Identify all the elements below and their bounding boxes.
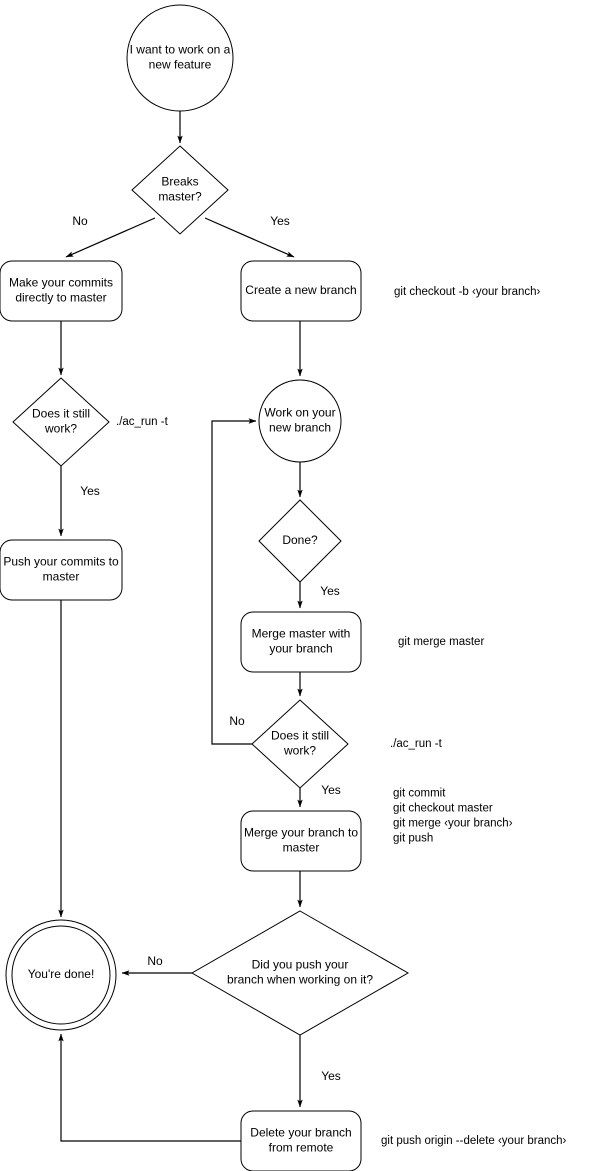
edge-breaks-master-no (65, 217, 156, 258)
annotation-git-commit-checkout-merge-push: git commit git checkout master git merge ‹… (393, 788, 513, 845)
node-shape (258, 379, 342, 463)
node-shape (258, 499, 342, 583)
text-line: work? (44, 422, 77, 436)
text-line: new branch (269, 421, 331, 435)
text-line: git push (393, 833, 433, 845)
edge-does-it-still-work-no-loop-back (211, 418, 257, 745)
edge-label-breaks-master-no: No (72, 214, 88, 228)
edges-layer (58, 111, 303, 1142)
text-line: I want to work on a (130, 43, 231, 57)
process-create-a-new-branch: Create a new branch (240, 260, 362, 322)
node-shape-inner (11, 925, 111, 1025)
text-line: your branch (269, 642, 332, 656)
text-line: new feature (149, 58, 212, 72)
text-line: ./ac_run -t (390, 738, 443, 750)
text-line: Push your commits to (3, 555, 119, 569)
text-line: ./ac_run -t (116, 416, 169, 428)
text-line: git merge ‹your branch› (393, 818, 513, 830)
decision-done: Done? (258, 499, 342, 583)
edge-delete-branch-to-youre-done (58, 1033, 241, 1142)
annotation-git-push-origin-delete: git push origin --delete ‹your branch› (381, 1135, 567, 1147)
text-line: Merge master with (252, 627, 351, 641)
end-node-youre-done: You're done! (5, 919, 117, 1031)
edge-label-done-yes: Yes (320, 584, 340, 598)
text-line: work? (283, 744, 316, 758)
node-shape (126, 4, 234, 112)
node-shape (240, 810, 362, 872)
edge-breaks-master-yes (204, 217, 295, 258)
edge-label-still-work-branch-yes: Yes (321, 783, 341, 797)
node-shape (190, 910, 410, 1036)
text-line: git checkout -b ‹your branch› (394, 286, 541, 298)
text-line: Breaks (161, 175, 198, 189)
text-line: Delete your branch (250, 1126, 351, 1140)
text-line: git commit (393, 788, 446, 800)
node-shape (0, 539, 123, 601)
text-line: master? (158, 190, 202, 204)
text-line: Did you push your (252, 958, 349, 972)
node-shape (131, 145, 229, 235)
edge-label-still-work-master-yes: Yes (80, 484, 100, 498)
text-line: from remote (269, 1141, 334, 1155)
text-line: You're done! (28, 967, 95, 981)
text-line: master (283, 841, 320, 855)
edge-label-did-you-push-no: No (147, 954, 163, 968)
node-shape (12, 377, 110, 467)
text-line: Make your commits (9, 276, 113, 290)
annotation-ac-run-master: ./ac_run -t (116, 416, 169, 428)
text-line: Does it still (32, 407, 90, 421)
text-line: Work on your (264, 406, 335, 420)
edge-label-still-work-branch-no: No (229, 714, 245, 728)
text-line: git checkout master (393, 803, 493, 815)
annotation-git-merge-master: git merge master (398, 636, 484, 648)
node-shape (251, 699, 349, 789)
node-shape (240, 260, 362, 322)
text-line: Create a new branch (245, 283, 356, 297)
node-shape (0, 260, 123, 322)
annotation-ac-run-branch: ./ac_run -t (390, 738, 443, 750)
text-line: git push origin --delete ‹your branch› (381, 1135, 567, 1147)
text-line: Merge your branch to (244, 826, 358, 840)
text-line: directly to master (15, 291, 106, 305)
edge-label-did-you-push-yes: Yes (321, 1069, 341, 1083)
node-shape (240, 611, 362, 673)
annotation-git-checkout-b: git checkout -b ‹your branch› (394, 286, 541, 298)
text-line: Does it still (271, 729, 329, 743)
text-line: git merge master (398, 636, 484, 648)
text-line: branch when working on it? (227, 973, 373, 987)
text-line: Done? (282, 533, 318, 547)
text-line: master (43, 570, 80, 584)
annotations-layer: git checkout -b ‹your branch› ./ac_run -t… (116, 286, 567, 1147)
edge-label-breaks-master-yes: Yes (270, 214, 290, 228)
node-shape (240, 1110, 362, 1171)
